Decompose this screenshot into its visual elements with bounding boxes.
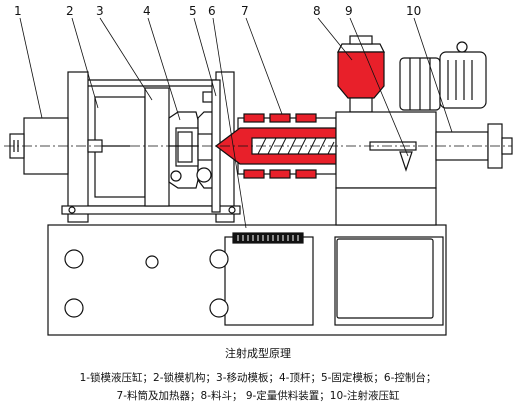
callout-2: 2 [66, 4, 74, 18]
callout-10: 10 [406, 4, 421, 18]
control-panel [232, 232, 304, 244]
moving-platen [144, 87, 170, 207]
callout-4: 4 [143, 4, 151, 18]
legend-line-2: 7-料筒及加热器；8-料斗； 9-定量供料装置；10-注射液压缸 [116, 390, 400, 402]
injection-unit [335, 111, 513, 226]
hopper [337, 35, 385, 113]
callout-3: 3 [96, 4, 104, 18]
callout-7: 7 [241, 4, 249, 18]
callout-leaders [19, 17, 453, 229]
callout-9: 9 [345, 4, 353, 18]
callout-6: 6 [208, 4, 216, 18]
callout-1: 1 [14, 4, 22, 18]
callout-5: 5 [189, 4, 197, 18]
clamping-mechanism [87, 96, 146, 198]
legend-line-1: 1-锁模液压缸；2-锁模机构；3-移动模板；4-顶杆；5-固定模板；6-控制台； [79, 372, 437, 384]
callout-8: 8 [313, 4, 321, 18]
motor [399, 41, 487, 111]
diagram-title: 注射成型原理 [225, 347, 291, 360]
